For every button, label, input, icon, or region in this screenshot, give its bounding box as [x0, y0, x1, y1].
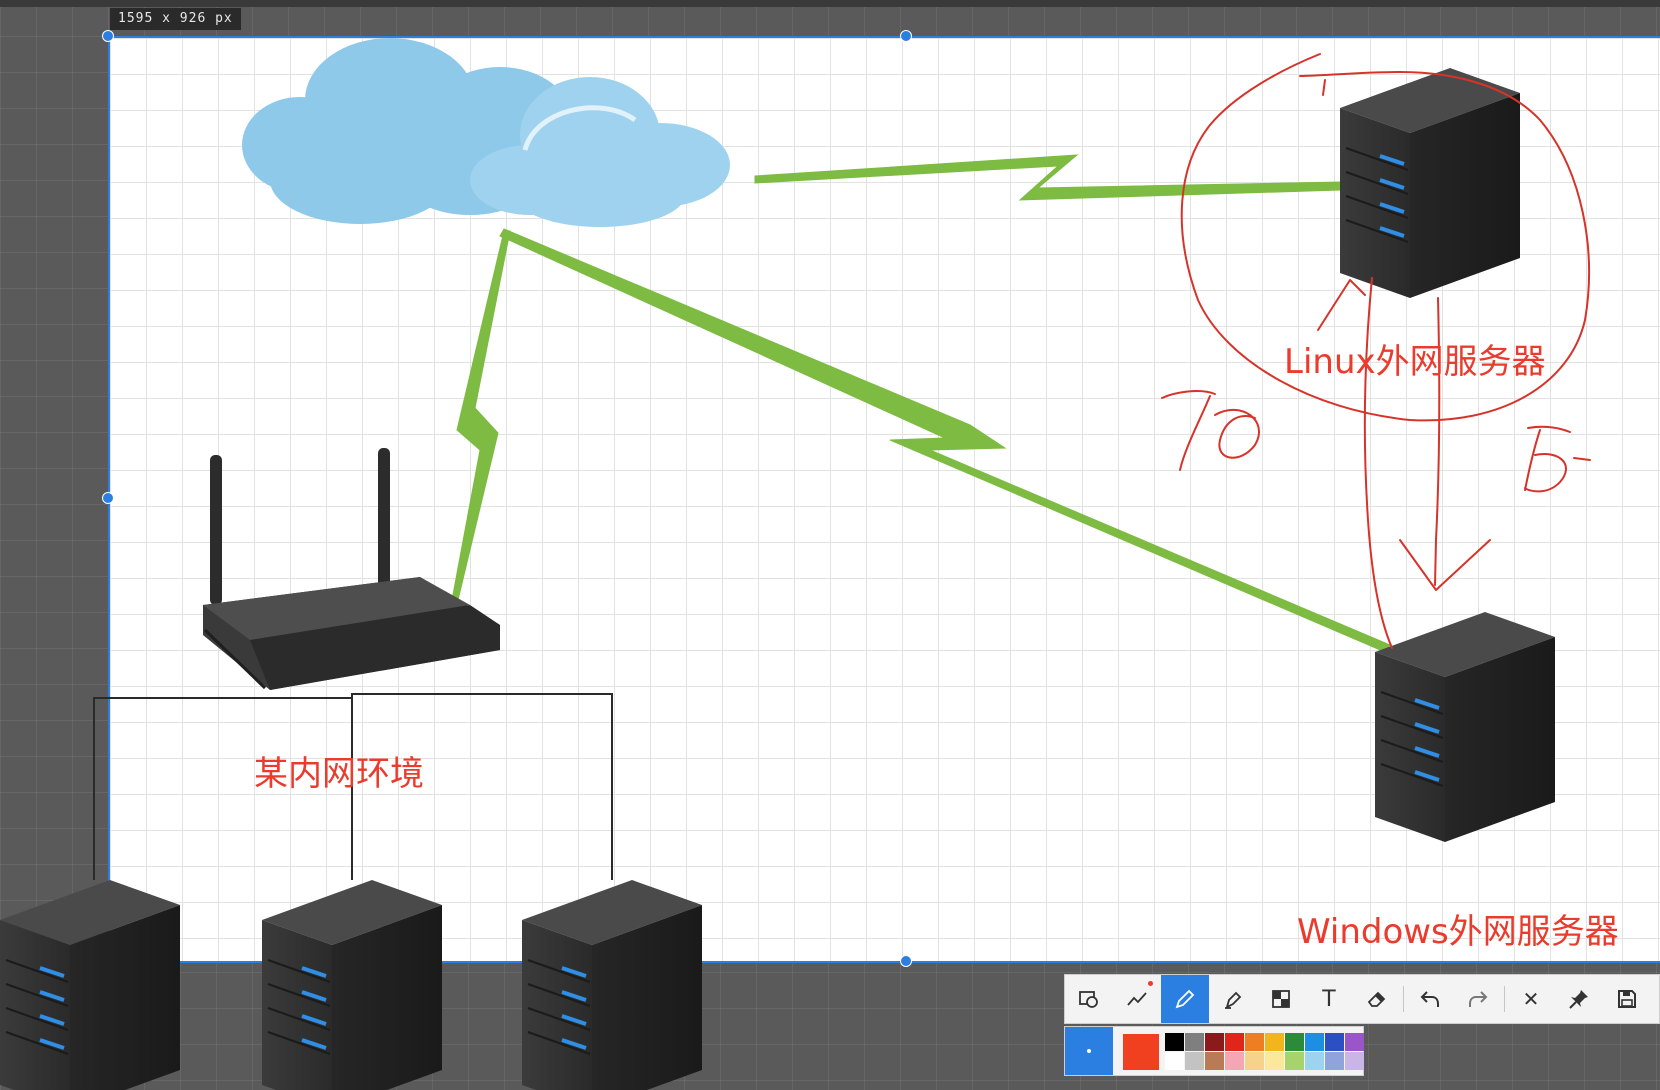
mosaic-icon	[1272, 990, 1290, 1008]
new-badge	[1148, 981, 1153, 986]
pen-annotations	[1161, 53, 1591, 649]
redo-button[interactable]	[1454, 975, 1502, 1023]
color-swatch[interactable]	[1245, 1052, 1264, 1070]
shape-icon	[1079, 991, 1098, 1008]
text-tool-button[interactable]: T	[1305, 975, 1353, 1023]
pen-size-button[interactable]	[1065, 1027, 1113, 1075]
intranet-server-icon	[0, 880, 180, 1090]
color-swatch[interactable]	[1225, 1033, 1244, 1051]
redo-icon	[1469, 991, 1488, 1007]
color-swatch[interactable]	[1185, 1052, 1204, 1070]
linux-server-label: Linux外网服务器	[1284, 342, 1546, 382]
color-swatch[interactable]	[1285, 1052, 1304, 1070]
linux-server-icon	[1340, 68, 1520, 298]
current-color-swatch[interactable]	[1123, 1034, 1159, 1070]
save-icon	[1618, 990, 1636, 1008]
color-swatch[interactable]	[1345, 1033, 1364, 1051]
pen-tool-button[interactable]	[1161, 975, 1209, 1023]
color-swatch[interactable]	[1165, 1033, 1184, 1051]
eraser-tool-button[interactable]	[1353, 975, 1401, 1023]
undo-icon	[1420, 991, 1439, 1007]
color-swatch[interactable]	[1245, 1033, 1264, 1051]
pin-button[interactable]	[1555, 975, 1603, 1023]
save-button[interactable]	[1603, 975, 1651, 1023]
close-button[interactable]: ✕	[1507, 975, 1555, 1023]
internet-cloud-icon	[242, 38, 730, 227]
window-top-edge	[0, 0, 1660, 7]
shape-tool-button[interactable]	[1065, 975, 1113, 1023]
intranet-connector-lines	[93, 693, 613, 880]
resize-handle-top-center[interactable]	[900, 30, 912, 42]
toolbar-divider	[1504, 986, 1505, 1012]
toolbar-divider	[1403, 986, 1404, 1012]
pin-icon	[1569, 990, 1588, 1009]
color-swatch[interactable]	[1265, 1052, 1284, 1070]
close-icon: ✕	[1522, 987, 1540, 1011]
pen-icon	[1175, 989, 1195, 1009]
color-swatch[interactable]	[1165, 1052, 1184, 1070]
color-swatch[interactable]	[1325, 1033, 1344, 1051]
color-swatch[interactable]	[1305, 1033, 1324, 1051]
dot-icon	[1087, 1049, 1091, 1053]
resize-handle-bottom-center[interactable]	[900, 955, 912, 967]
windows-server-icon	[1375, 612, 1555, 842]
polyline-icon	[1127, 992, 1147, 1006]
color-swatch[interactable]	[1325, 1052, 1344, 1070]
color-swatch[interactable]	[1285, 1033, 1304, 1051]
color-swatch[interactable]	[1205, 1033, 1224, 1051]
intranet-server-icon	[522, 880, 702, 1090]
intranet-label: 某内网环境	[254, 754, 424, 794]
text-icon: T	[1322, 986, 1336, 1012]
highlighter-tool-button[interactable]	[1209, 975, 1257, 1023]
resize-handle-middle-left[interactable]	[102, 492, 114, 504]
selection-dimension-label: 1595 x 926 px	[110, 8, 241, 30]
highlighter-icon	[1225, 991, 1242, 1009]
network-links	[451, 154, 1391, 653]
polyline-tool-button[interactable]	[1113, 975, 1161, 1023]
mosaic-tool-button[interactable]	[1257, 975, 1305, 1023]
eraser-icon	[1367, 991, 1386, 1007]
resize-handle-top-left[interactable]	[102, 30, 114, 42]
windows-server-label: Windows外网服务器	[1297, 912, 1619, 952]
color-swatch[interactable]	[1265, 1033, 1284, 1051]
annotation-toolbar: T ✕	[1064, 974, 1660, 1024]
color-swatch[interactable]	[1205, 1052, 1224, 1070]
color-palette-panel	[1064, 1026, 1364, 1076]
intranet-server-icon	[262, 880, 442, 1090]
color-swatch[interactable]	[1185, 1033, 1204, 1051]
color-swatch[interactable]	[1305, 1052, 1324, 1070]
color-swatch[interactable]	[1225, 1052, 1244, 1070]
undo-button[interactable]	[1406, 975, 1454, 1023]
color-swatch-grid	[1165, 1033, 1364, 1070]
color-swatch[interactable]	[1345, 1052, 1364, 1070]
router-icon	[203, 448, 500, 690]
